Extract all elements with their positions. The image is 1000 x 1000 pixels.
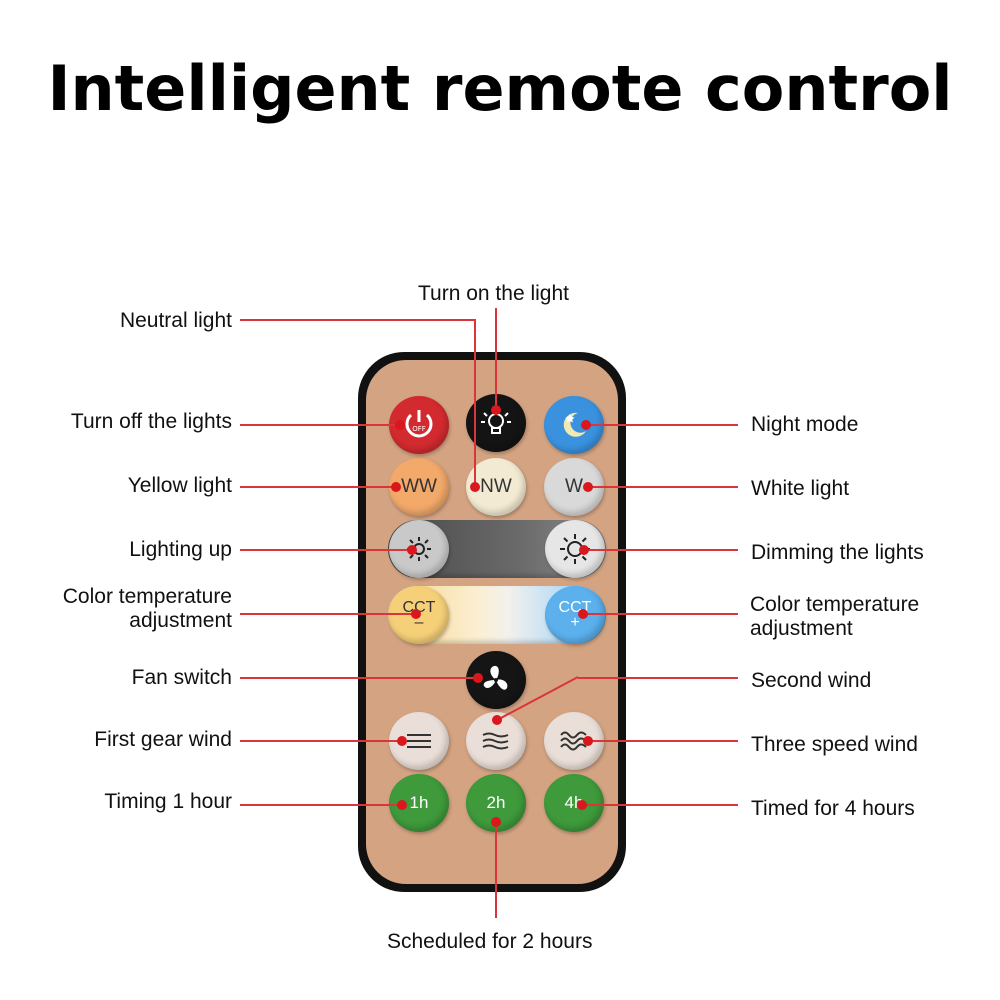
leader-line: [583, 613, 738, 615]
leader-line: [240, 486, 396, 488]
label-turn-on-light: Turn on the light: [418, 282, 569, 305]
cct-plus-button[interactable]: CCT +: [545, 586, 605, 644]
leader-dot: [577, 800, 587, 810]
leader-dot: [395, 420, 405, 430]
leader-dot: [581, 420, 591, 430]
label-timed-4h: Timed for 4 hours: [751, 797, 915, 820]
wind-high-icon: [560, 731, 587, 751]
leader-dot: [397, 800, 407, 810]
leader-dot: [473, 673, 483, 683]
label-neutral-light: Neutral light: [119, 309, 232, 332]
leader-dot: [470, 482, 480, 492]
label-night-mode: Night mode: [751, 413, 859, 436]
leader-line: [586, 424, 738, 426]
leader-dot: [491, 405, 501, 415]
warm-label: WW: [401, 476, 437, 497]
label-cct-left-line1: Color temperature: [62, 585, 232, 608]
wind-medium-icon: [482, 732, 509, 750]
leader-line: [578, 677, 738, 679]
cct-minus-label: CCT: [402, 599, 436, 616]
leader-dot: [391, 482, 401, 492]
leader-dot: [491, 817, 501, 827]
leader-dot: [397, 736, 407, 746]
label-turn-off: Turn off the lights: [70, 410, 232, 433]
leader-line: [495, 308, 497, 410]
leader-line: [240, 613, 416, 615]
leader-line: [588, 486, 738, 488]
timer-1h-button[interactable]: 1h: [389, 774, 449, 832]
label-cct-right-line2: adjustment: [750, 617, 853, 640]
neutral-light-button[interactable]: NW: [466, 458, 526, 516]
label-white-light: White light: [751, 477, 850, 500]
moon-icon: [563, 412, 586, 437]
neutral-label: NW: [480, 476, 512, 497]
label-yellow-light: Yellow light: [127, 474, 232, 497]
cct-plus-sign: +: [570, 614, 580, 631]
white-label: W: [565, 476, 583, 497]
leader-dot: [407, 545, 417, 555]
label-first-gear: First gear wind: [94, 728, 232, 751]
leader-dot: [411, 609, 421, 619]
leader-line: [240, 424, 400, 426]
page-title: Intelligent remote control: [47, 52, 953, 125]
label-fan-switch: Fan switch: [131, 666, 232, 689]
leader-line: [240, 549, 412, 551]
label-cct-right-line1: Color temperature: [750, 593, 920, 616]
leader-line: [240, 740, 402, 742]
leader-dot: [578, 609, 588, 619]
leader-line: [582, 804, 738, 806]
leader-dot: [579, 545, 589, 555]
label-dimming: Dimming the lights: [751, 541, 924, 564]
wind-low-icon: [407, 734, 431, 748]
fan-icon: [483, 665, 508, 690]
label-timing-1h: Timing 1 hour: [104, 790, 232, 813]
leader-dot: [492, 715, 502, 725]
label-cct-left-line2: adjustment: [129, 609, 232, 632]
leader-line: [240, 804, 402, 806]
timer-1h-label: 1h: [409, 793, 429, 812]
label-lighting-up: Lighting up: [129, 538, 232, 561]
leader-line: [240, 677, 478, 679]
leader-dot: [583, 736, 593, 746]
leader-dot: [583, 482, 593, 492]
leader-line: [584, 549, 738, 551]
leader-line: [474, 319, 476, 487]
leader-line: [495, 822, 497, 918]
off-text: OFF: [412, 425, 426, 433]
label-scheduled-2h: Scheduled for 2 hours: [387, 930, 593, 953]
timer-4h-button[interactable]: 4h: [544, 774, 604, 832]
leader-line: [588, 740, 738, 742]
power-icon: OFF: [405, 410, 433, 438]
timer-2h-label: 2h: [486, 793, 506, 812]
cct-minus-sign: –: [414, 614, 424, 631]
leader-line: [240, 319, 475, 321]
label-three-speed: Three speed wind: [751, 733, 918, 756]
label-second-wind: Second wind: [751, 669, 872, 692]
